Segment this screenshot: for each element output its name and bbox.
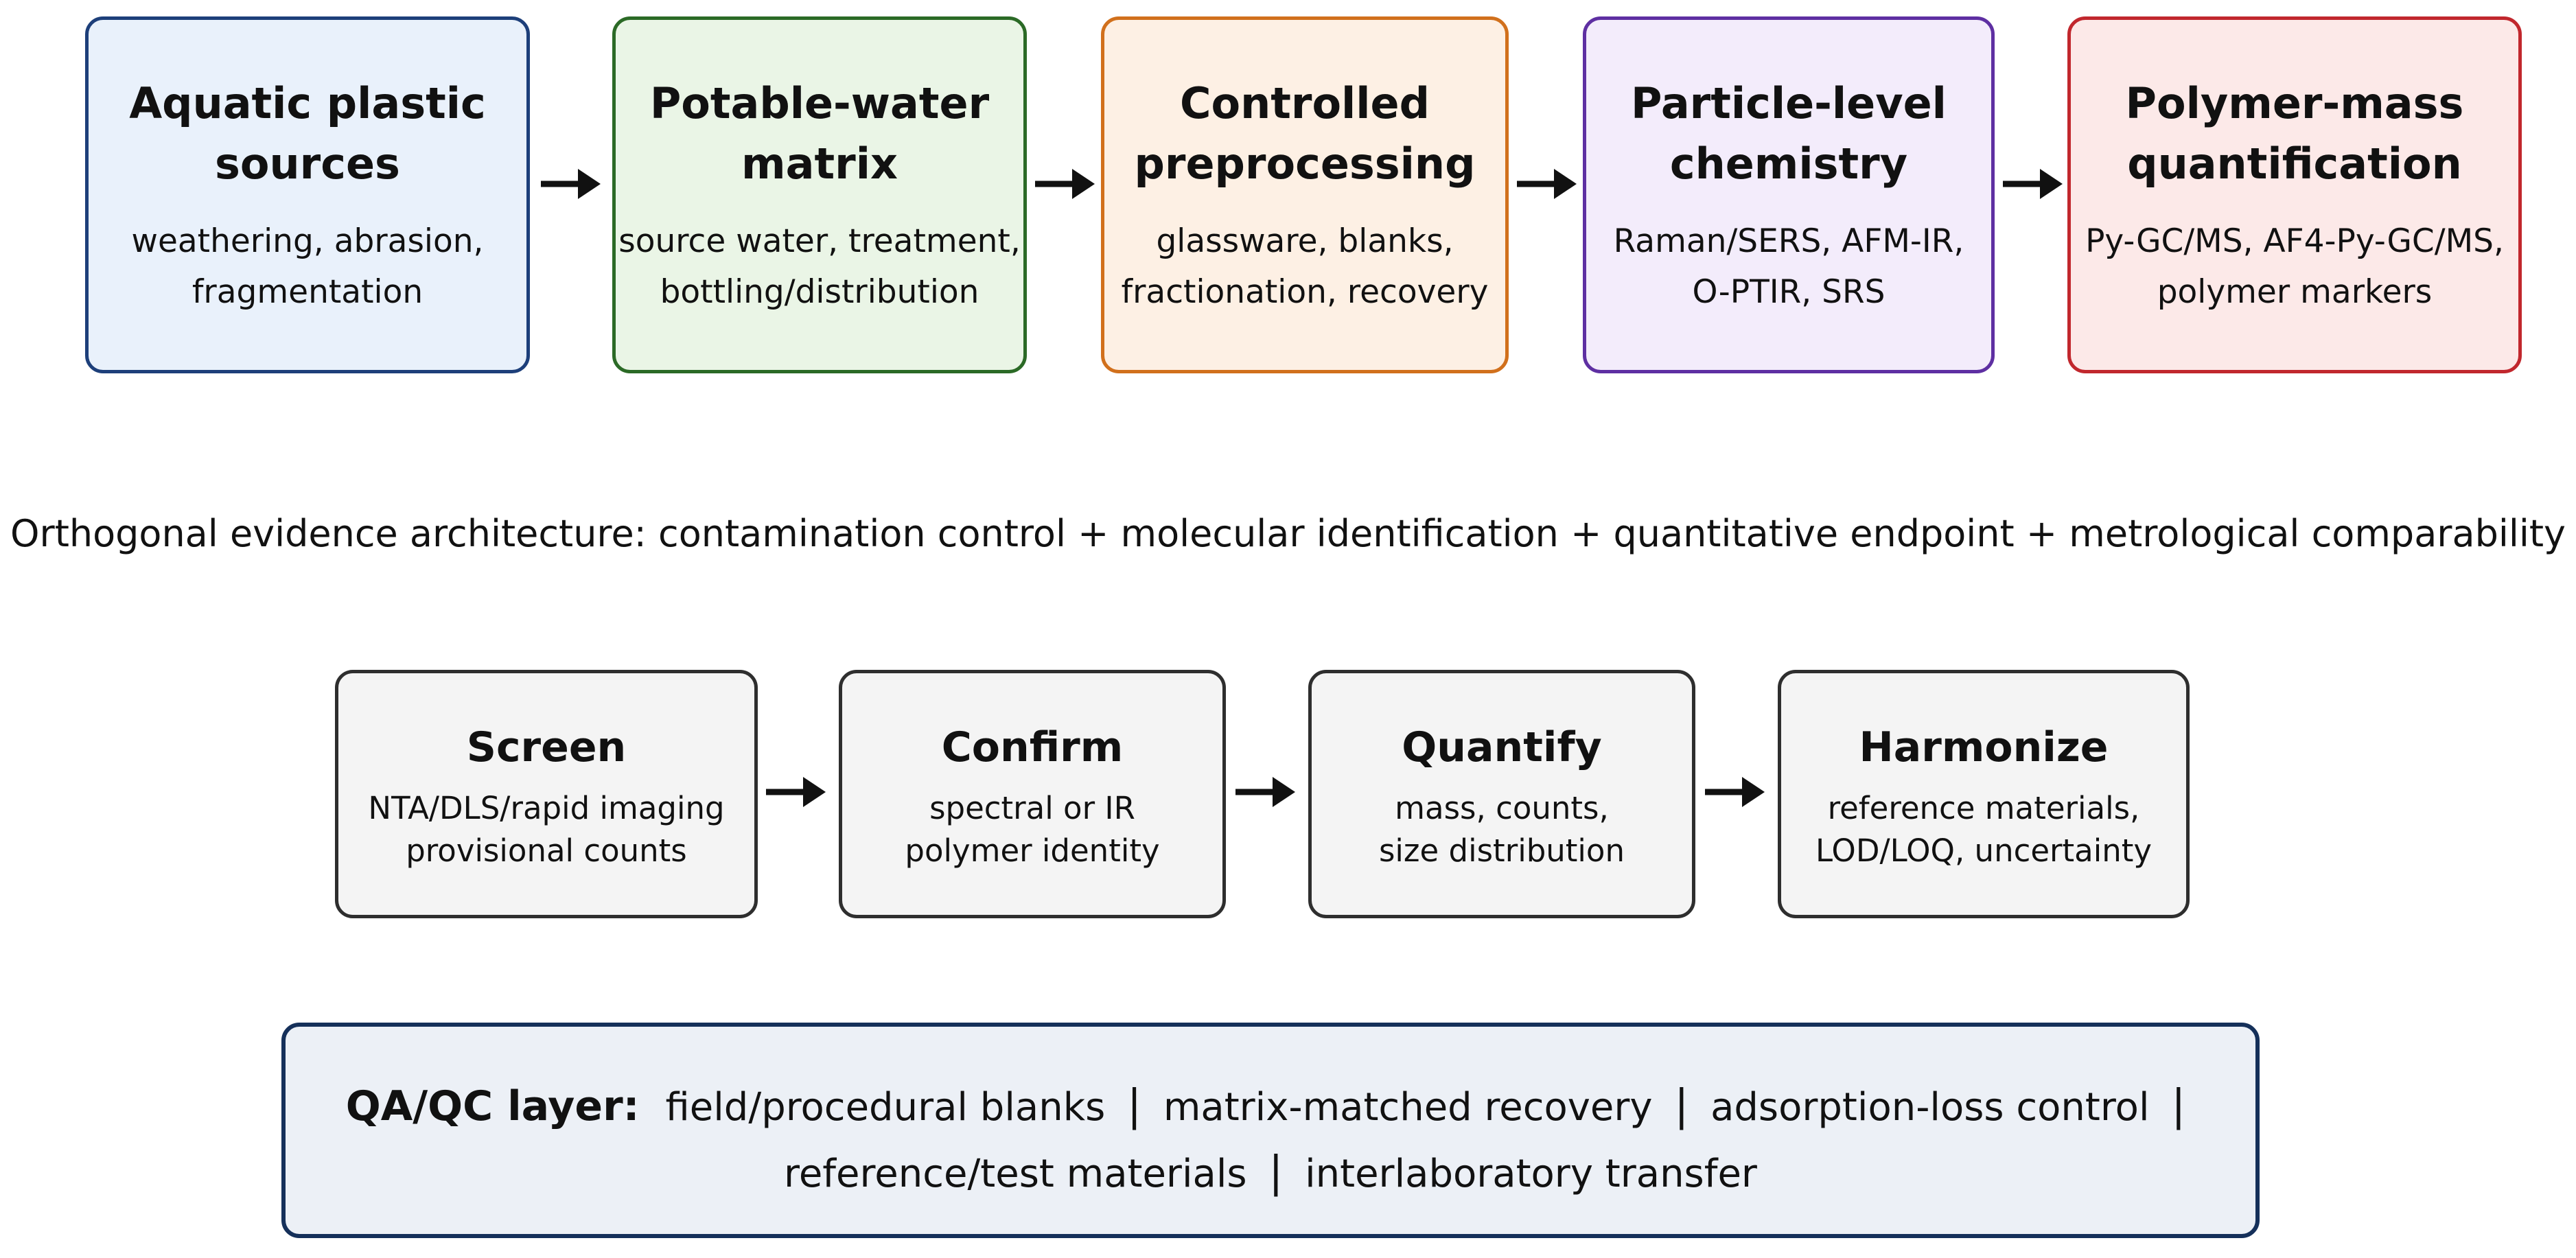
- arrow-right-icon: [541, 169, 601, 199]
- step-title: Quantify: [1402, 723, 1602, 771]
- qaqc-line-1: QA/QC layer: field/procedural blanks | m…: [286, 1073, 2255, 1140]
- qaqc-line-2: reference/test materials | interlaborato…: [286, 1140, 2255, 1207]
- arrow-right-icon: [1705, 777, 1765, 807]
- qaqc-layer-box: QA/QC layer: field/procedural blanks | m…: [281, 1023, 2260, 1238]
- pipeline-box-desc: weathering, abrasion, fragmentation: [131, 222, 484, 311]
- pipeline-box-title: Particle-level chemistry: [1631, 78, 1947, 189]
- pipeline-box-desc: glassware, blanks, fractionation, recove…: [1121, 222, 1489, 311]
- pipeline-box-desc: source water, treatment, bottling/distri…: [618, 222, 1021, 311]
- arrow-right-icon: [766, 777, 826, 807]
- step-desc: mass, counts, size distribution: [1378, 790, 1625, 869]
- pipeline-box-desc: Py-GC/MS, AF4-Py-GC/MS, polymer markers: [2085, 222, 2504, 311]
- qaqc-item: interlaboratory transfer: [1305, 1152, 1757, 1196]
- qaqc-item: field/procedural blanks: [665, 1085, 1106, 1130]
- step-box-harmonize: Harmonize reference materials, LOD/LOQ, …: [1778, 670, 2190, 918]
- step-box-quantify: Quantify mass, counts, size distribution: [1308, 670, 1695, 918]
- pipeline-box-title: Aquatic plastic sources: [129, 78, 486, 189]
- arrow-right-icon: [1035, 169, 1095, 199]
- pipeline-box-potable-water: Potable-water matrix source water, treat…: [612, 16, 1027, 373]
- pipeline-box-title: Polymer-mass quantification: [2125, 78, 2464, 189]
- arrow-right-icon: [1517, 169, 1577, 199]
- qaqc-item: adsorption-loss control: [1710, 1085, 2150, 1130]
- pipeline-box-desc: Raman/SERS, AFM-IR, O-PTIR, SRS: [1613, 222, 1964, 311]
- arrow-right-icon: [1235, 777, 1295, 807]
- architecture-caption: Orthogonal evidence architecture: contam…: [10, 512, 2566, 555]
- qaqc-separator: |: [1127, 1080, 1142, 1130]
- pipeline-box-title: Controlled preprocessing: [1134, 78, 1476, 189]
- step-desc: reference materials, LOD/LOQ, uncertaint…: [1815, 790, 2153, 869]
- step-desc: NTA/DLS/rapid imaging provisional counts: [368, 790, 725, 869]
- qaqc-separator: |: [1268, 1147, 1284, 1197]
- arrow-right-icon: [2003, 169, 2063, 199]
- step-title: Harmonize: [1859, 723, 2109, 771]
- qaqc-item: matrix-matched recovery: [1163, 1085, 1653, 1130]
- qaqc-item: reference/test materials: [784, 1152, 1247, 1196]
- pipeline-box-title: Potable-water matrix: [649, 78, 990, 189]
- qaqc-label: QA/QC layer:: [345, 1082, 640, 1130]
- pipeline-box-controlled-preprocessing: Controlled preprocessing glassware, blan…: [1101, 16, 1509, 373]
- qaqc-separator: |: [2171, 1080, 2186, 1130]
- step-title: Screen: [466, 723, 627, 771]
- step-desc: spectral or IR polymer identity: [905, 790, 1160, 869]
- step-title: Confirm: [941, 723, 1124, 771]
- pipeline-box-polymer-mass: Polymer-mass quantification Py-GC/MS, AF…: [2067, 16, 2522, 373]
- pipeline-box-aquatic-sources: Aquatic plastic sources weathering, abra…: [85, 16, 530, 373]
- step-box-screen: Screen NTA/DLS/rapid imaging provisional…: [335, 670, 758, 918]
- qaqc-separator: |: [1674, 1080, 1689, 1130]
- pipeline-box-particle-chemistry: Particle-level chemistry Raman/SERS, AFM…: [1583, 16, 1995, 373]
- step-box-confirm: Confirm spectral or IR polymer identity: [839, 670, 1226, 918]
